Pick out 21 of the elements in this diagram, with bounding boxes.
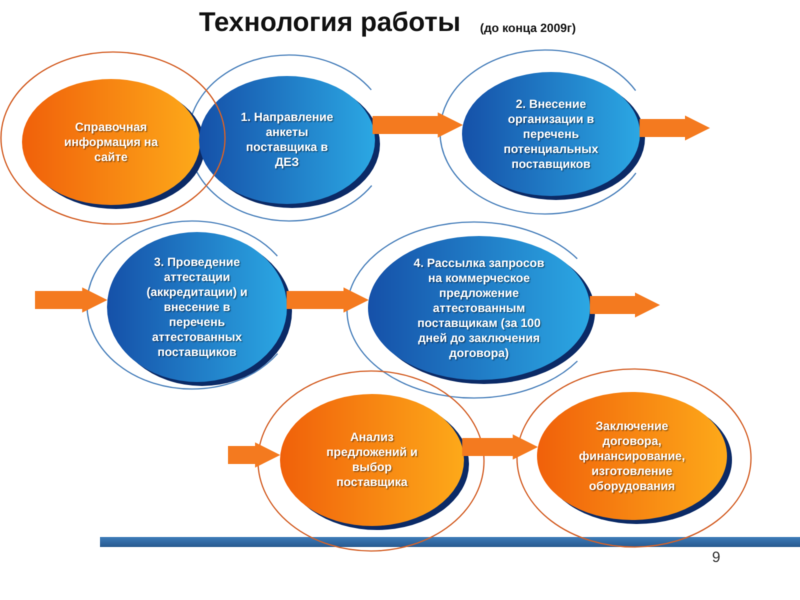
step-text: Анализ предложений и выбор поставщика	[325, 430, 419, 490]
step-text: 4. Рассылка запросов на коммерческое предложение аттестованным поставщикам (за 100 дней до заключения договора)	[412, 256, 546, 360]
step-ellipse	[107, 232, 293, 387]
step-text: 2. Внесение организации в перечень потенциальных поставщиков	[502, 96, 600, 172]
step-ellipse	[368, 236, 596, 385]
step-ellipse	[22, 79, 206, 210]
step-text: 1. Направление анкеты поставщика в ДЕЗ	[240, 110, 334, 170]
block-arrow	[640, 115, 710, 141]
step-text: Справочная информация на сайте	[63, 120, 159, 164]
step-text: 3. Проведение аттестации (аккредитации) и внесение в перечень аттестованных поставщиков	[145, 254, 249, 360]
step-ellipse	[199, 76, 381, 209]
block-arrow	[590, 292, 660, 318]
block-arrow	[35, 287, 108, 313]
step-ellipse	[462, 72, 646, 201]
step-text: Заключение договора, финансирование, изготовление оборудования	[578, 418, 686, 494]
title-note: (до конца 2009г)	[480, 22, 576, 34]
step-ellipse	[537, 392, 733, 525]
page-number: 9	[712, 550, 720, 565]
block-arrow	[228, 442, 280, 468]
step-ellipse	[280, 394, 470, 531]
title: Технология работы	[199, 9, 461, 36]
